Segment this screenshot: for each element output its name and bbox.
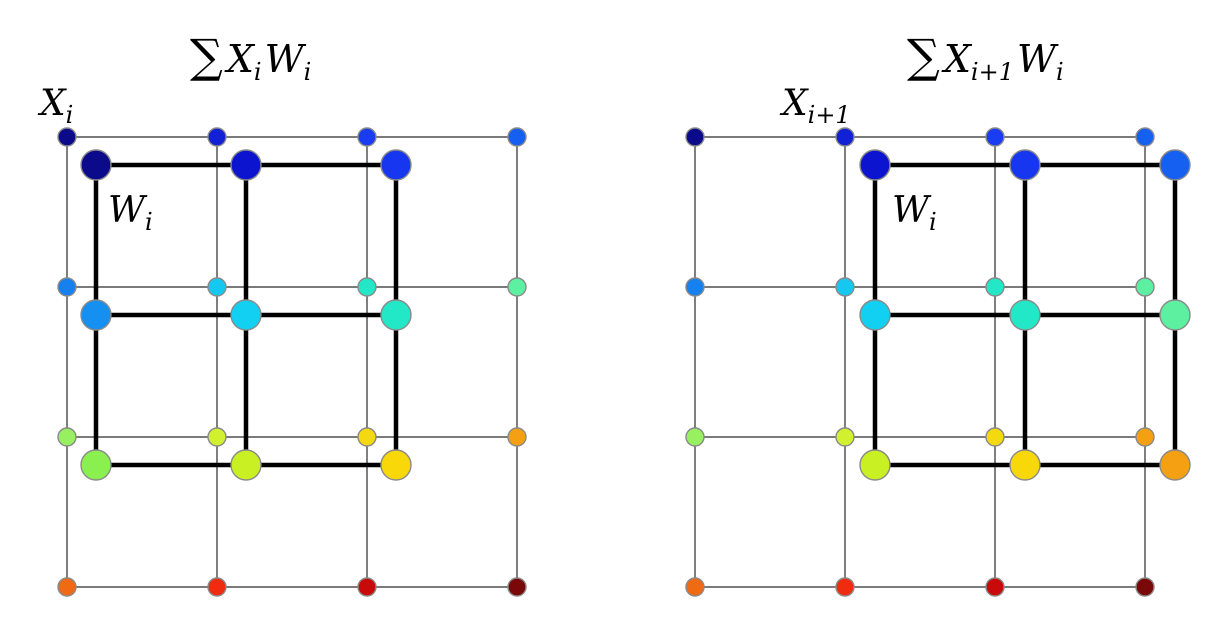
input-node [57, 427, 77, 447]
title-w-sub: i [1056, 58, 1064, 86]
kernel-node [1159, 149, 1191, 181]
kernel-node [380, 149, 412, 181]
kernel-node [859, 299, 891, 331]
kernel-node [1159, 299, 1191, 331]
title-w: W [1017, 37, 1059, 81]
input-node [1135, 277, 1155, 297]
title-x: X [224, 37, 256, 81]
input-node [207, 277, 227, 297]
input-node [207, 127, 227, 147]
input-label-left: Xi [37, 83, 73, 129]
title-w-sub: i [304, 58, 312, 86]
kernel-grid-nodes-left [80, 149, 412, 481]
input-node [507, 577, 527, 597]
input-label-right: Xi+1 [779, 83, 851, 129]
input-grid-lines-left [66, 136, 518, 588]
input-node [685, 127, 705, 147]
kernel-node [230, 299, 262, 331]
kernel-node [1159, 449, 1191, 481]
input-node [57, 277, 77, 297]
kernel-node [859, 149, 891, 181]
input-node [985, 277, 1005, 297]
input-grid-lines-right [694, 136, 1146, 588]
input-node [685, 277, 705, 297]
input-node [985, 427, 1005, 447]
title-x-sub: i [254, 58, 262, 86]
title-x-sub: i+1 [971, 58, 1014, 86]
input-node [985, 127, 1005, 147]
kernel-node [1009, 149, 1041, 181]
input-node [835, 427, 855, 447]
kernel-node [1009, 449, 1041, 481]
panel-title-right: ∑Xi+1Wi [907, 29, 1064, 86]
input-node [1135, 427, 1155, 447]
title-x: X [941, 37, 973, 81]
sum-symbol: ∑ [190, 29, 223, 83]
input-node [835, 277, 855, 297]
input-node [685, 577, 705, 597]
input-node [507, 277, 527, 297]
kernel-node [80, 299, 112, 331]
kernel-node [380, 449, 412, 481]
input-node [57, 127, 77, 147]
kernel-grid-nodes-right [859, 149, 1191, 481]
input-node [985, 577, 1005, 597]
input-node [1135, 577, 1155, 597]
kernel-node [380, 299, 412, 331]
input-node [507, 427, 527, 447]
input-node [357, 577, 377, 597]
kernel-node [80, 149, 112, 181]
input-node [357, 427, 377, 447]
kernel-label-right: Wi [892, 190, 937, 236]
sum-symbol: ∑ [907, 29, 940, 83]
input-node [357, 127, 377, 147]
input-node [207, 577, 227, 597]
kernel-node [230, 149, 262, 181]
kernel-node [1009, 299, 1041, 331]
title-w: W [265, 37, 307, 81]
kernel-label-left: Wi [108, 190, 153, 236]
input-node [835, 127, 855, 147]
panel-left: ∑XiWi Xi Wi [37, 29, 527, 597]
panel-right: ∑Xi+1Wi Xi+1 Wi [685, 29, 1191, 597]
kernel-node [859, 449, 891, 481]
input-grid-nodes-right [685, 127, 1155, 597]
panel-title-left: ∑XiWi [190, 29, 311, 86]
input-node [357, 277, 377, 297]
input-node [1135, 127, 1155, 147]
kernel-node [230, 449, 262, 481]
input-node [57, 577, 77, 597]
input-node [207, 427, 227, 447]
input-node [835, 577, 855, 597]
input-node [685, 427, 705, 447]
input-node [507, 127, 527, 147]
input-grid-nodes-left [57, 127, 527, 597]
kernel-node [80, 449, 112, 481]
